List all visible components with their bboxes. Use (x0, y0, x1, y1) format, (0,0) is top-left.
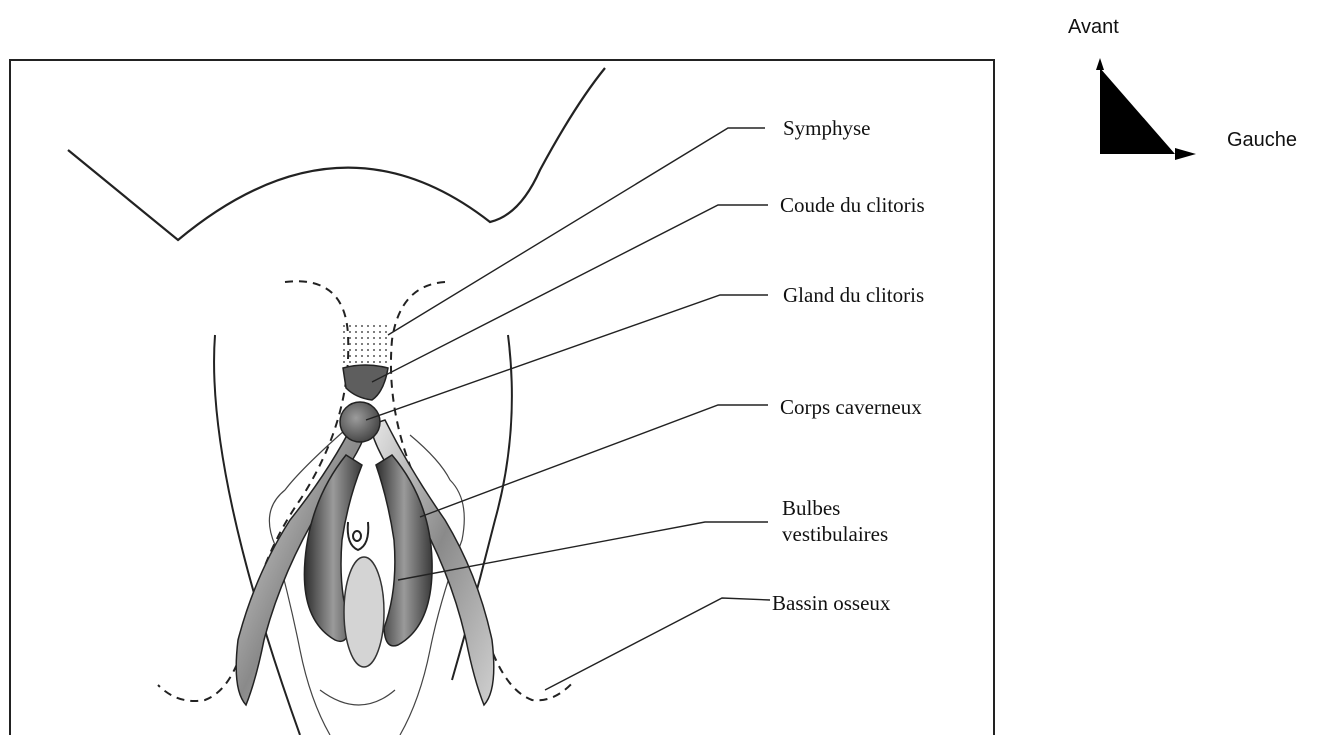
orientation-triangle (1100, 68, 1175, 154)
label-corps-line: Corps caverneux (780, 395, 922, 419)
label-corps: Corps caverneux (780, 395, 922, 419)
clitoral-bend (343, 365, 388, 400)
label-gland: Gland du clitoris (783, 283, 924, 307)
abdomen-outline (68, 68, 605, 240)
leader-corps (420, 405, 768, 517)
orientation-front-label: Avant (1068, 16, 1119, 38)
front-arrowhead (1096, 58, 1104, 70)
vaginal-opening (344, 557, 384, 667)
label-bulbes-line: vestibulaires (782, 522, 888, 546)
label-symphyse: Symphyse (783, 116, 871, 140)
label-coude: Coude du clitoris (780, 193, 925, 217)
urethral-meatus (348, 522, 369, 550)
label-bulbes-line: Bulbes (782, 496, 840, 520)
leader-symphyse (388, 128, 765, 335)
urethral-dot (353, 531, 361, 541)
label-bassin-line: Bassin osseux (772, 591, 891, 615)
label-symphyse-line: Symphyse (783, 116, 871, 140)
label-gland-line: Gland du clitoris (783, 283, 924, 307)
clitoral-glans (340, 402, 380, 442)
leader-gland (366, 295, 768, 420)
label-bassin: Bassin osseux (772, 591, 891, 615)
leader-bassin (545, 598, 770, 690)
symphysis-region (342, 325, 387, 367)
orientation-marker: Avant Gauche (1068, 16, 1297, 160)
orientation-left-label: Gauche (1227, 129, 1297, 151)
label-coude-line: Coude du clitoris (780, 193, 925, 217)
leader-coude (372, 205, 768, 382)
left-arrowhead (1175, 148, 1196, 160)
